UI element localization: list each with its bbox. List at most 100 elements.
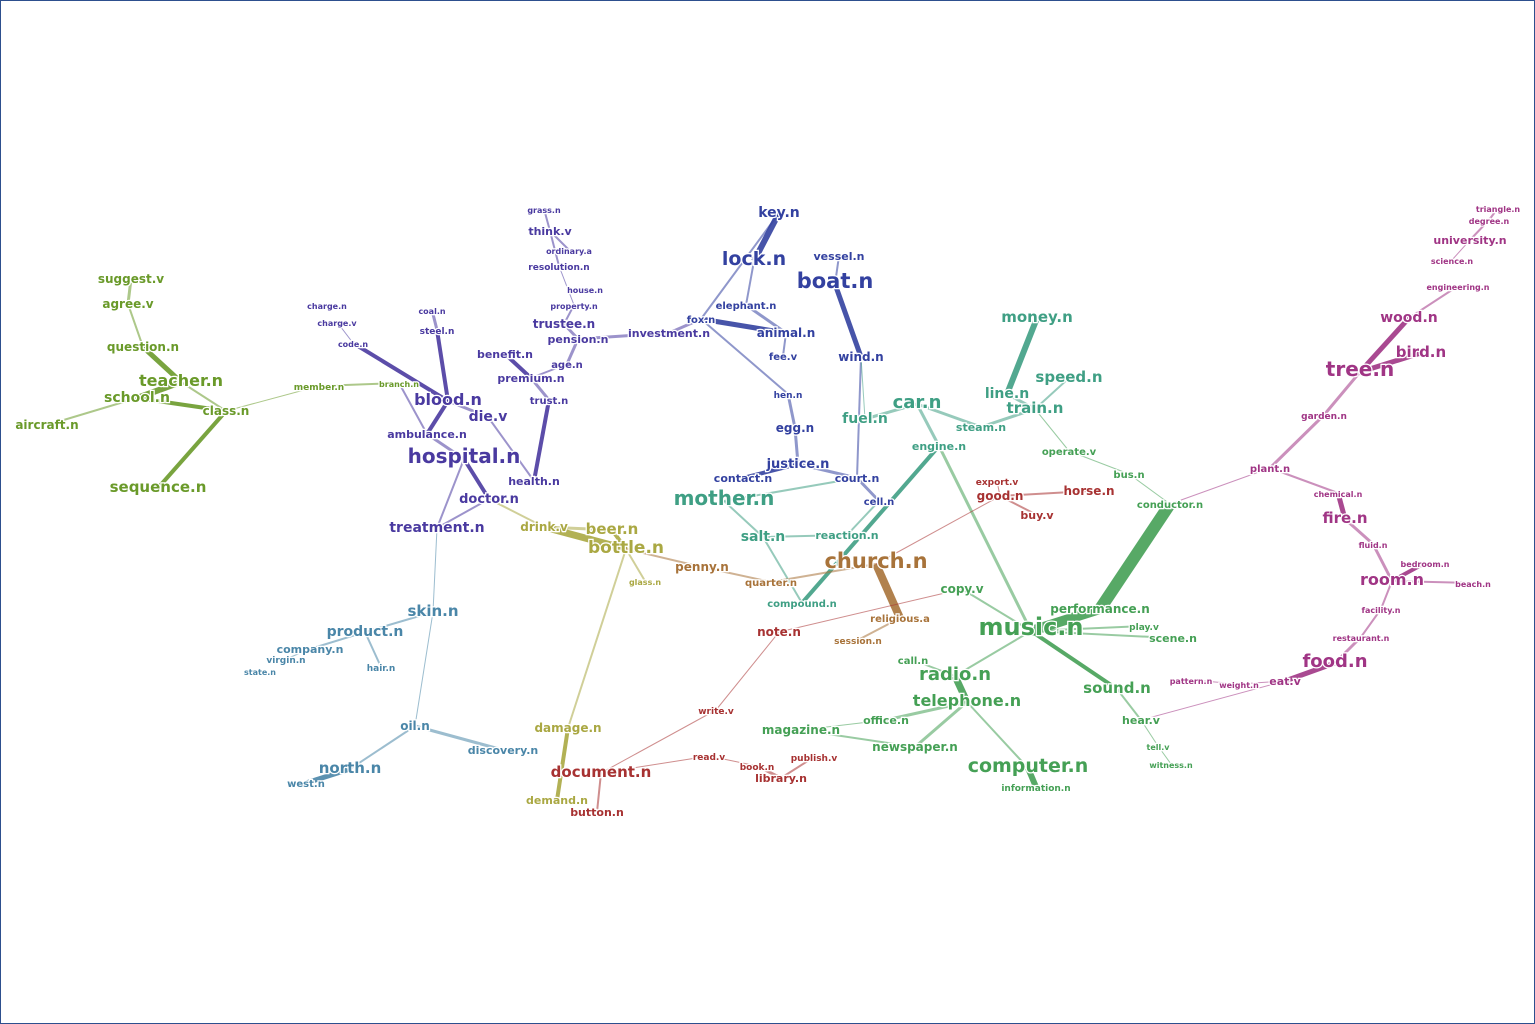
node-hospital: hospital.n — [408, 444, 521, 468]
edge-telephone-newspaper — [914, 700, 968, 749]
edge-penny-quarter — [701, 566, 772, 583]
edge-coal-steel — [430, 309, 439, 331]
edge-branch-ambulance — [398, 382, 428, 435]
node-beach: beach.n — [1455, 580, 1491, 589]
node-aircraft: aircraft.n — [15, 418, 78, 432]
node-triangle: triangle.n — [1476, 205, 1521, 214]
node-church: church.n — [824, 549, 927, 573]
edge-drink-bottle — [543, 523, 627, 553]
edge-vessel-boat — [834, 255, 840, 285]
edge-note-copy — [778, 588, 963, 633]
node-school: school.n — [104, 390, 170, 406]
node-performance: performance.n — [1050, 602, 1150, 616]
node-car: car.n — [893, 392, 942, 413]
node-blood: blood.n — [414, 390, 482, 409]
edge-salt-compound — [762, 536, 803, 604]
node-degree: degree.n — [1469, 217, 1510, 226]
edge-computer-information — [1025, 766, 1039, 789]
edge-hospital-treatment — [436, 458, 465, 529]
node-conductor: conductor.n — [1137, 500, 1203, 511]
edge-bedroom-room — [1391, 561, 1426, 583]
node-sequence: sequence.n — [110, 478, 207, 496]
node-compound: compound.n — [767, 599, 837, 610]
node-office: office.n — [863, 714, 909, 727]
edge-treatment-skin — [432, 527, 438, 613]
edge-mother-court — [723, 477, 858, 502]
node-health: health.n — [508, 475, 560, 488]
edge-music-scene — [1030, 630, 1174, 639]
node-document: document.n — [551, 763, 652, 781]
edge-skin-oil — [414, 611, 434, 727]
edge-church-religious — [872, 562, 904, 620]
node-button: button.n — [570, 806, 624, 819]
edge-facility-restaurant — [1360, 608, 1382, 638]
node-skin: skin.n — [407, 602, 458, 620]
node-science: science.n — [1431, 257, 1474, 266]
node-ordinary: ordinary.a — [546, 247, 592, 256]
node-property: property.n — [550, 302, 598, 311]
edge-school-class — [136, 396, 227, 413]
edge-court-cell — [855, 476, 881, 503]
edge-school-aircraft — [46, 397, 138, 426]
node-suggest: suggest.v — [98, 272, 164, 286]
edge-office-magazine — [800, 719, 887, 731]
edge-operate-bus — [1068, 450, 1130, 475]
node-steel: steel.n — [420, 327, 455, 337]
edge-read-document — [600, 755, 710, 774]
edge-tree-garden — [1322, 371, 1362, 416]
edge-room-facility — [1380, 580, 1393, 610]
node-resolution: resolution.n — [528, 263, 589, 273]
edge-university-science — [1451, 239, 1471, 261]
node-glass: glass.n — [629, 578, 661, 587]
edge-note-write — [715, 631, 780, 711]
edge-music-play — [1030, 625, 1145, 632]
node-music: music.n — [978, 613, 1083, 641]
node-train: train.n — [1007, 399, 1064, 417]
edge-age-premium — [530, 363, 568, 379]
node-hen: hen.n — [774, 391, 803, 401]
node-boat: boat.n — [797, 269, 874, 293]
node-north: north.n — [319, 759, 382, 777]
edge-plant-chemical — [1269, 467, 1339, 494]
node-think: think.v — [528, 225, 572, 238]
node-code: code.n — [338, 340, 368, 349]
node-witness: witness.n — [1149, 761, 1193, 770]
edge-boat-wind — [832, 283, 864, 358]
edge-engineering-wood — [1408, 285, 1459, 319]
node-cell: cell.n — [864, 497, 894, 508]
node-book: book.n — [740, 763, 775, 773]
edge-justice-court — [797, 462, 858, 480]
edge-room-beach — [1391, 580, 1474, 584]
edge-weight-pattern — [1190, 679, 1240, 685]
node-branch: branch.n — [379, 380, 419, 389]
edge-newspaper-magazine — [800, 729, 916, 748]
edge-damage-demand — [555, 727, 570, 801]
node-charge_v: charge.v — [317, 319, 357, 328]
edge-radio-call — [912, 659, 956, 677]
edge-telephone-computer — [966, 701, 1029, 769]
edge-key-fox — [700, 212, 780, 320]
node-bird: bird.n — [1396, 343, 1446, 361]
node-telephone: telephone.n — [913, 691, 1021, 710]
node-copy: copy.v — [940, 582, 983, 596]
edge-product-company — [309, 631, 366, 650]
node-state: state.n — [244, 668, 276, 677]
edge-investment-fox — [668, 317, 702, 335]
edge-plant-conductor — [1169, 467, 1271, 505]
node-publish: publish.v — [791, 754, 838, 764]
node-bottle: bottle.n — [588, 538, 664, 558]
edge-music-copy — [961, 588, 1032, 632]
edge-benefit-premium — [503, 352, 533, 380]
node-demand: demand.n — [526, 794, 588, 807]
edge-penny-bottle — [625, 548, 703, 568]
edge-car-fuel — [864, 402, 918, 421]
edge-skin-product — [364, 611, 434, 633]
node-damage: damage.n — [534, 721, 601, 735]
node-lock: lock.n — [722, 248, 786, 270]
node-fuel: fuel.n — [842, 411, 888, 427]
edge-class-sequence — [156, 409, 228, 490]
node-wood: wood.n — [1380, 310, 1437, 326]
edge-fox-hen — [700, 318, 789, 395]
edge-pension-investment — [577, 331, 670, 341]
node-mother: mother.n — [674, 486, 775, 510]
